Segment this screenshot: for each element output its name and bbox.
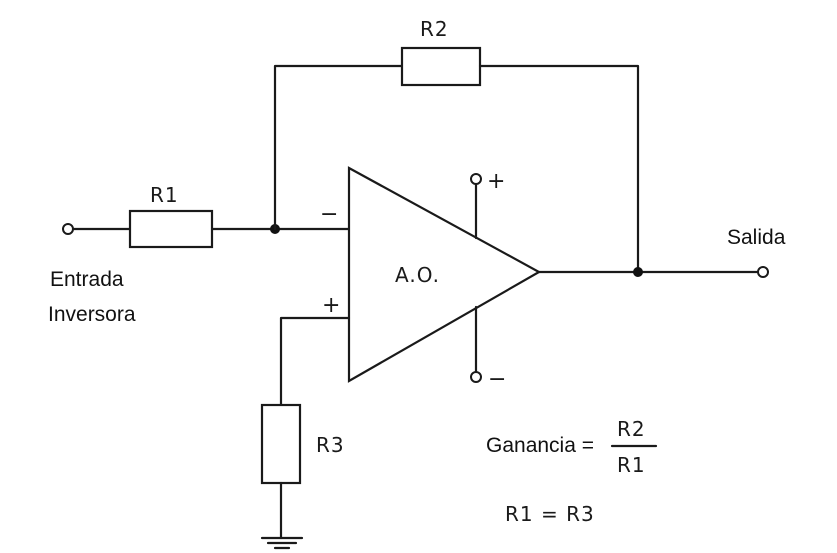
resistor-equality: R1 = R3: [505, 502, 595, 526]
resistor-r1: [128, 209, 214, 249]
supply-negative-terminal: [470, 371, 482, 383]
resistor-r3: [260, 403, 302, 485]
r1-label: R1: [150, 183, 179, 207]
resistor-r2: [400, 46, 482, 87]
inverting-input-sign: −: [320, 202, 338, 227]
input-label-line2: Inversora: [48, 303, 136, 326]
junction-output: [633, 267, 643, 277]
input-label-line1: Entrada: [50, 268, 124, 291]
wire-noninverting-to-r3: [279, 316, 351, 407]
input-terminal: [62, 223, 74, 235]
opamp-label: A.O.: [395, 263, 440, 287]
non-inverting-input-sign: +: [322, 293, 340, 318]
gain-numerator: R2: [617, 417, 646, 441]
gain-label: Ganancia =: [486, 434, 594, 457]
ground-symbol: [260, 536, 304, 550]
supply-negative-sign: −: [488, 367, 506, 392]
wire-feedback-left: [273, 64, 404, 231]
gain-denominator: R1: [617, 453, 646, 477]
supply-positive-terminal: [470, 173, 482, 185]
r2-label: R2: [420, 17, 449, 41]
output-terminal: [757, 266, 769, 278]
r3-label: R3: [316, 433, 345, 457]
opamp-symbol: [347, 166, 542, 383]
output-label: Salida: [727, 226, 786, 249]
supply-positive-sign: +: [487, 169, 505, 194]
wire-feedback-right: [478, 64, 640, 274]
